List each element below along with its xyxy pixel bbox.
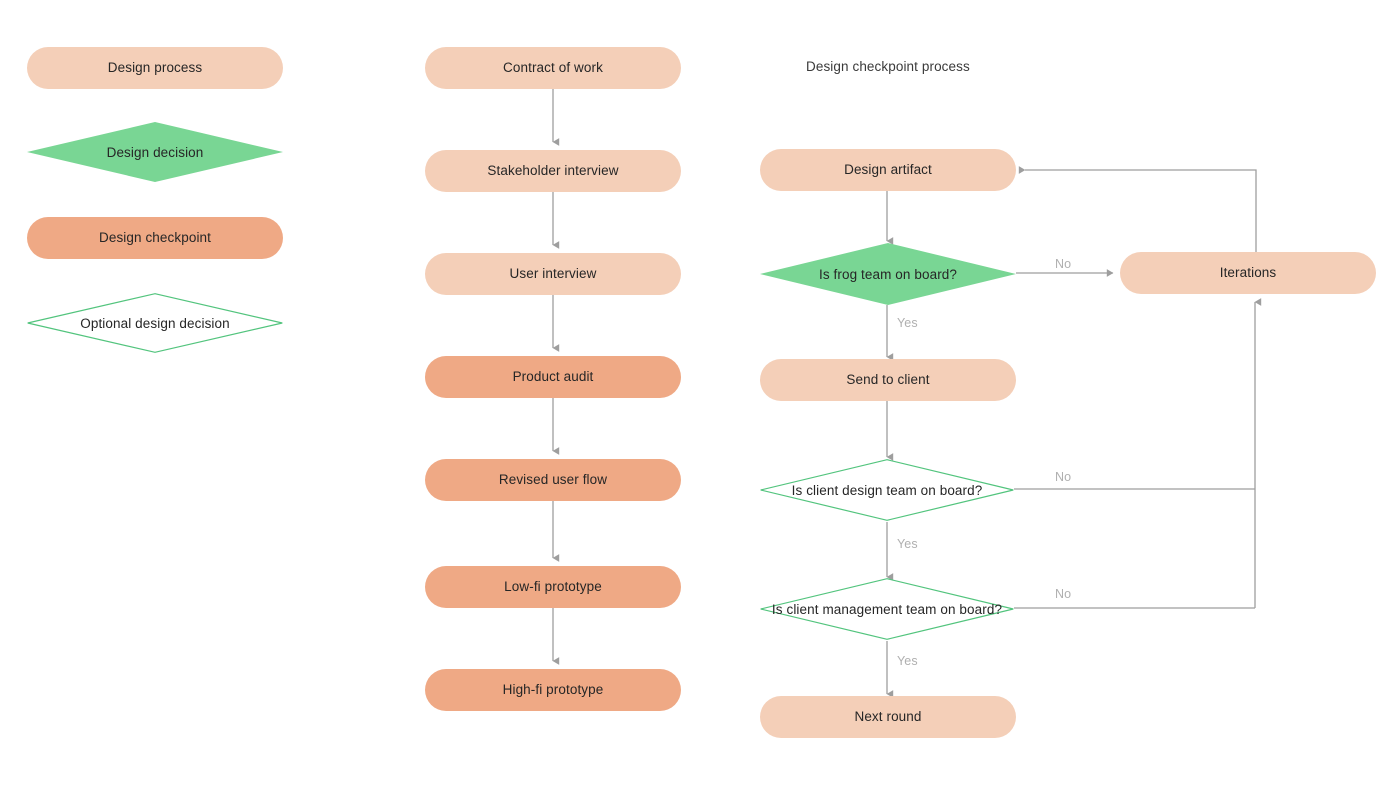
node-low-fi-prototype[interactable]: Low-fi prototype [425,566,681,608]
legend-label-optional-design-decision: Optional design decision [80,315,230,331]
node-label-is-frog-team-on-board: Is frog team on board? [818,266,958,282]
checkpoint-process-title: Design checkpoint process [806,59,970,74]
edge-iterations-to-artifact [1018,166,1257,252]
node-contract-of-work[interactable]: Contract of work [425,47,681,89]
diamond-shape-filled [27,122,283,182]
node-label-high-fi-prototype: High-fi prototype [502,681,604,697]
node-label-stakeholder-interview: Stakeholder interview [487,162,619,178]
diamond-shape-filled [760,243,1016,305]
edge-label-clientmgmt-yes: Yes [897,654,918,668]
node-send-to-client[interactable]: Send to client [760,359,1016,401]
node-stakeholder-interview[interactable]: Stakeholder interview [425,150,681,192]
node-label-design-artifact: Design artifact [844,161,932,177]
node-next-round[interactable]: Next round [760,696,1016,738]
legend-label-design-decision: Design decision [106,144,204,160]
node-label-user-interview: User interview [509,265,597,281]
node-label-contract-of-work: Contract of work [503,59,603,75]
legend-item-design-checkpoint[interactable]: Design checkpoint [27,217,283,259]
legend-label-design-process: Design process [107,59,203,75]
node-label-is-client-management-team-on-board: Is client management team on board? [771,601,1003,617]
edge-label-clientmgmt-no: No [1055,587,1072,601]
node-label-low-fi-prototype: Low-fi prototype [504,578,602,594]
edge-label-frog-no: No [1055,257,1072,271]
node-is-frog-team-on-board[interactable]: Is frog team on board? [760,243,1016,305]
node-iterations[interactable]: Iterations [1120,252,1376,294]
legend-item-design-process[interactable]: Design process [27,47,283,89]
edge-label-clientdesign-no: No [1055,470,1072,484]
node-is-client-management-team-on-board[interactable]: Is client management team on board? [760,578,1014,640]
node-label-product-audit: Product audit [512,368,594,384]
node-product-audit[interactable]: Product audit [425,356,681,398]
node-high-fi-prototype[interactable]: High-fi prototype [425,669,681,711]
node-is-client-design-team-on-board[interactable]: Is client design team on board? [760,459,1014,521]
legend-label-design-checkpoint: Design checkpoint [98,229,211,245]
node-user-interview[interactable]: User interview [425,253,681,295]
node-revised-user-flow[interactable]: Revised user flow [425,459,681,501]
node-label-send-to-client: Send to client [846,371,930,387]
edge-label-frog-yes: Yes [897,316,918,330]
edge-label-clientdesign-yes: Yes [897,537,918,551]
node-design-artifact[interactable]: Design artifact [760,149,1016,191]
diamond-shape-outline [760,578,1014,640]
legend-item-optional-design-decision[interactable]: Optional design decision [27,293,283,353]
node-label-revised-user-flow: Revised user flow [498,471,608,487]
legend-item-design-decision[interactable]: Design decision [27,122,283,182]
node-label-is-client-design-team-on-board: Is client design team on board? [791,482,983,498]
diamond-shape-outline [27,293,283,353]
node-label-next-round: Next round [854,708,922,724]
diamond-shape-outline [760,459,1014,521]
node-label-iterations: Iterations [1219,264,1277,280]
